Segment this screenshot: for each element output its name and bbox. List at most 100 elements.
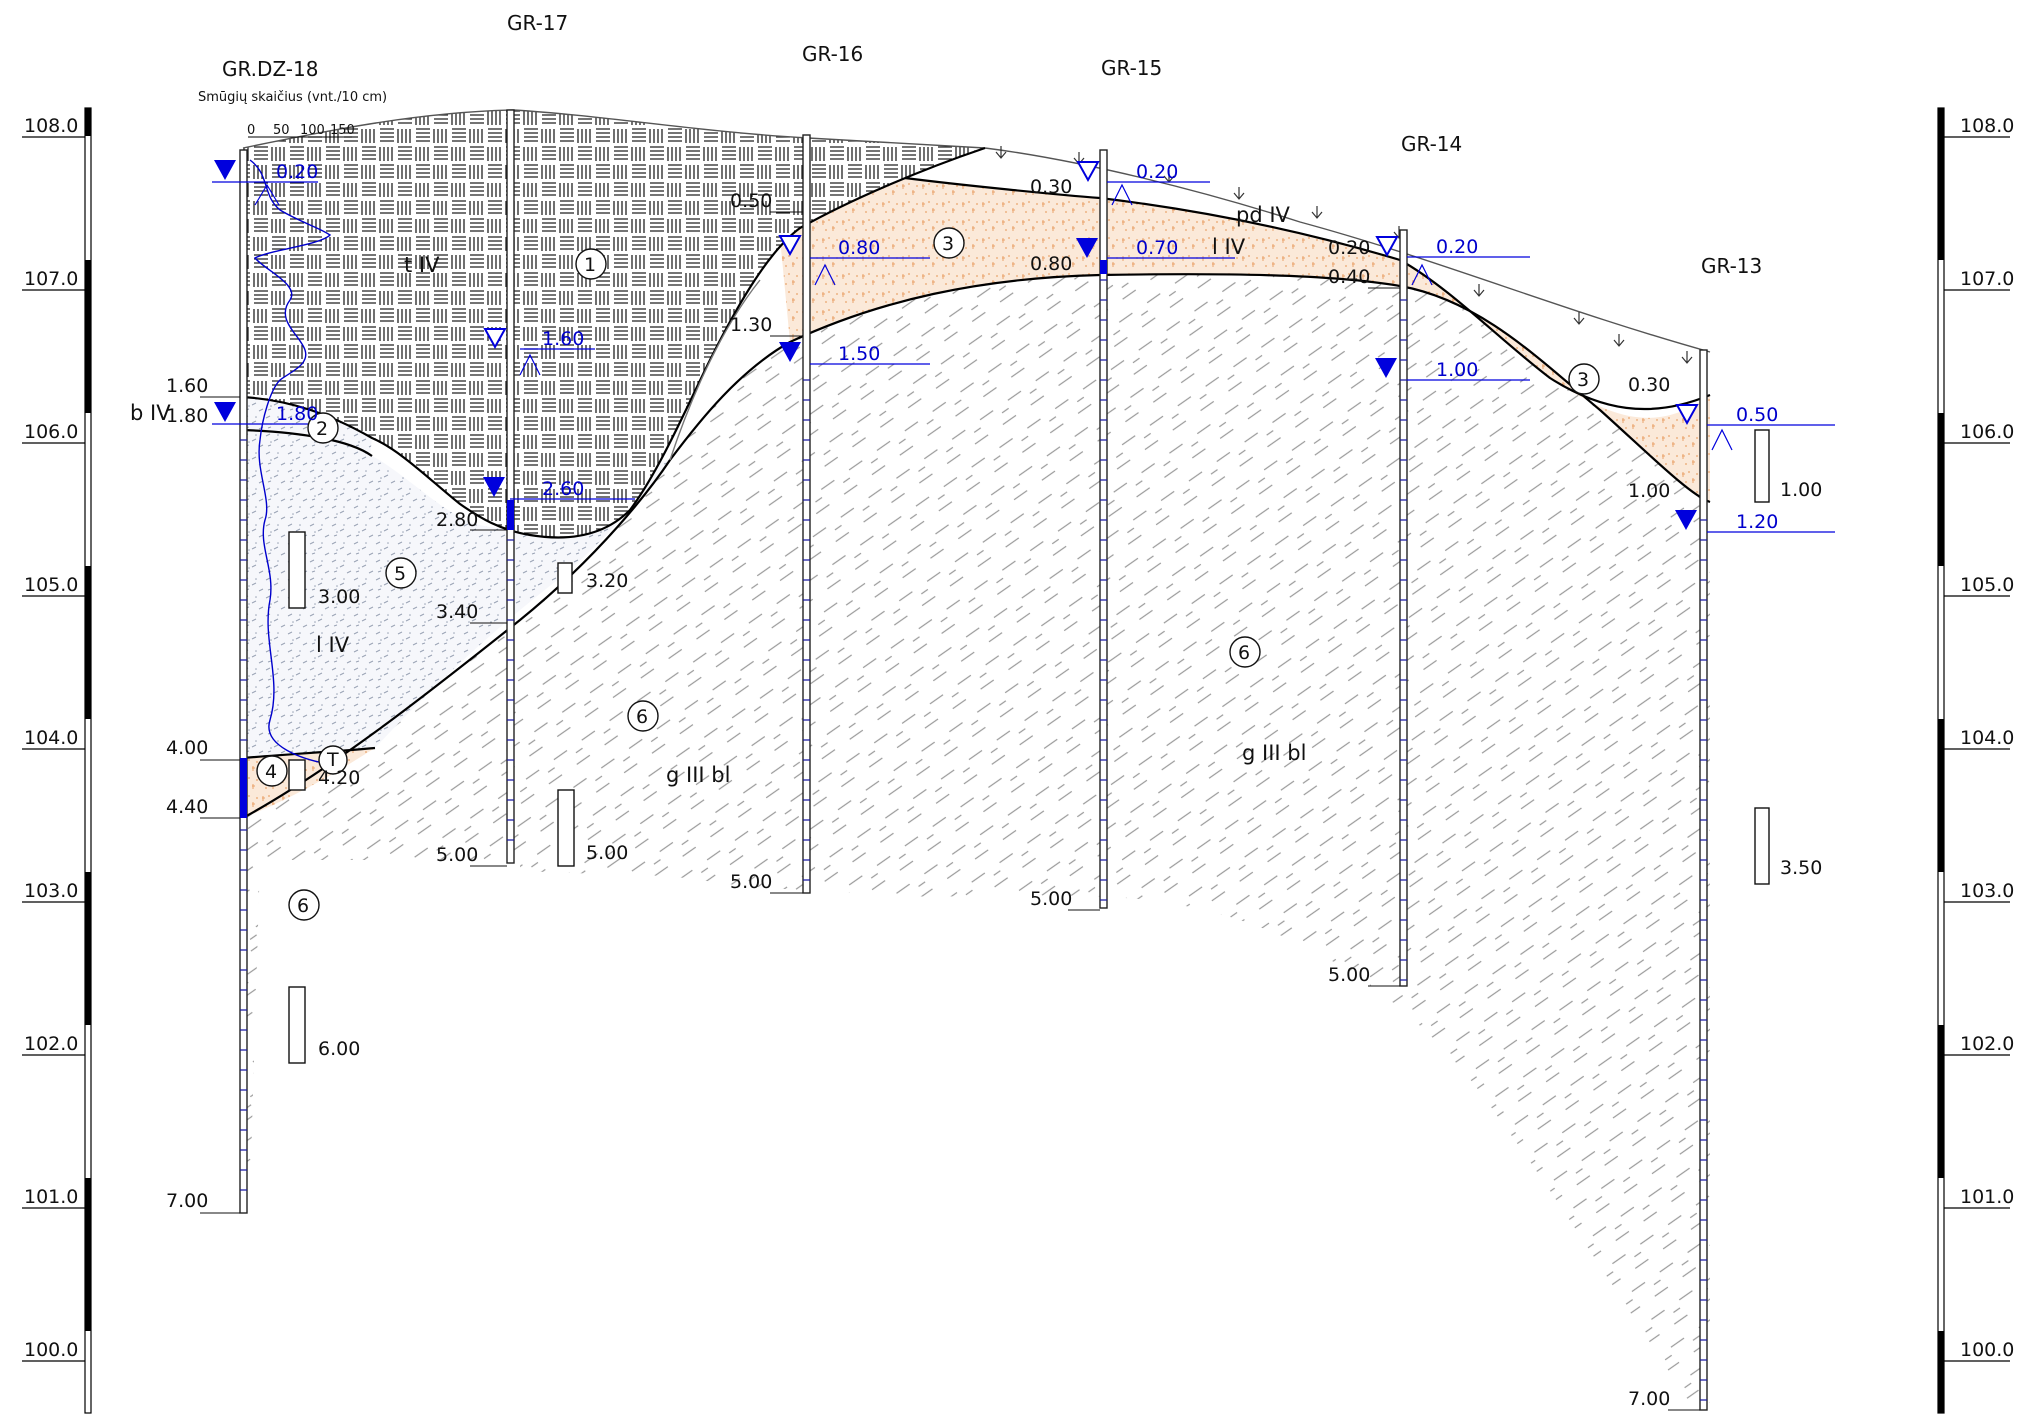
scale-right-label: 104.0 xyxy=(1960,727,2014,749)
scale-right-band xyxy=(1938,1025,1944,1178)
depth-label: 4.40 xyxy=(166,796,208,818)
layer-number-circle xyxy=(1229,636,1261,668)
scale-right-label: 107.0 xyxy=(1960,268,2014,290)
scale-left-band xyxy=(85,872,91,1025)
depth-label: 0.80 xyxy=(1030,253,1072,275)
scale-right-band xyxy=(1938,719,1944,872)
layer-number-circle xyxy=(318,745,348,775)
sample-label: 3.20 xyxy=(586,570,628,592)
sample-box xyxy=(288,531,306,609)
sample-label: 4.20 xyxy=(318,767,360,789)
water-level-marker xyxy=(1375,358,1397,378)
layer-3-sand xyxy=(780,178,1710,502)
water-level-label: 0.70 xyxy=(1136,237,1178,259)
water-level-label: 0.80 xyxy=(838,237,880,259)
geology-label: pd IV xyxy=(1236,203,1291,227)
water-level-marker xyxy=(483,477,505,497)
depth-label: 1.80 xyxy=(166,405,208,427)
sample-box xyxy=(1754,807,1770,885)
sample-label: 3.50 xyxy=(1780,857,1822,879)
geology-label: t IV xyxy=(404,253,440,277)
depth-label: 5.00 xyxy=(730,871,772,893)
surface-water-arrows xyxy=(995,146,1693,364)
water-level-marker xyxy=(779,342,801,362)
scale-right-band xyxy=(1938,1331,1944,1413)
elevation-scale-right xyxy=(1937,107,1945,1414)
geology-label: b IV xyxy=(130,401,171,425)
water-level-label: 0.50 xyxy=(1736,404,1778,426)
layer-number: 3 xyxy=(942,233,954,255)
depth-label: 7.00 xyxy=(166,1190,208,1212)
penetration-tick: 50 xyxy=(273,123,290,138)
layer-number: 3 xyxy=(1577,369,1589,391)
borehole-depth-ticks xyxy=(240,279,1707,1401)
scale-left-label: 105.0 xyxy=(24,574,78,596)
boundary-gr16-lower xyxy=(669,279,761,461)
scale-left-label: 106.0 xyxy=(24,421,78,443)
depth-label: 2.80 xyxy=(436,509,478,531)
water-level-label: 1.20 xyxy=(1736,511,1778,533)
depth-label: 0.50 xyxy=(730,190,772,212)
geology-label: l IV xyxy=(316,633,350,657)
sample-box xyxy=(557,562,573,594)
scale-right-band xyxy=(1938,108,1944,260)
layer-1-peat xyxy=(243,110,985,538)
layer-number-circle xyxy=(256,755,288,787)
borehole-title: GR-17 xyxy=(507,11,568,35)
sample-label: 1.00 xyxy=(1780,479,1822,501)
depth-label: 1.30 xyxy=(730,314,772,336)
scale-right-label: 108.0 xyxy=(1960,115,2014,137)
borehole-column-dz18 xyxy=(239,149,248,1214)
depth-label: 0.20 xyxy=(1328,237,1370,259)
sample-box xyxy=(288,759,306,791)
penetration-tick: 100 xyxy=(300,123,325,138)
layer-number: 5 xyxy=(394,563,406,585)
depth-label: 0.30 xyxy=(1030,176,1072,198)
sample-label: 6.00 xyxy=(318,1038,360,1060)
layer-number-circle xyxy=(627,700,659,732)
borehole-column-gr16 xyxy=(802,134,811,894)
water-level-marker xyxy=(778,235,802,257)
water-level-label: 0.20 xyxy=(1436,236,1478,258)
scale-right-label: 100.0 xyxy=(1960,1339,2014,1361)
layer-number-circle xyxy=(385,557,417,589)
layer-number-circle xyxy=(575,248,607,280)
boundary-clay-top xyxy=(242,273,1711,819)
layer-number: T xyxy=(326,749,339,771)
penetration-curve xyxy=(249,159,336,766)
scale-left-label: 108.0 xyxy=(24,115,78,137)
boundary-silt-bottom xyxy=(242,746,376,760)
water-level-label: 1.80 xyxy=(276,403,318,425)
water-level-label: 1.00 xyxy=(1436,359,1478,381)
borehole-title: GR-15 xyxy=(1101,56,1162,80)
scale-left-band xyxy=(85,1178,91,1331)
borehole-title: GR.DZ-18 xyxy=(222,57,318,81)
sample-label: 3.00 xyxy=(318,586,360,608)
water-bearing-segment xyxy=(240,758,247,818)
water-level-marker xyxy=(1076,238,1098,258)
depth-label: 0.40 xyxy=(1328,266,1370,288)
scale-right-band xyxy=(1938,413,1944,566)
scale-left-label: 100.0 xyxy=(24,1339,78,1361)
geology-label: g III bl xyxy=(1242,741,1306,765)
water-level-label: 2.60 xyxy=(542,478,584,500)
layer-number-circle xyxy=(933,227,965,259)
scale-left-label: 103.0 xyxy=(24,880,78,902)
layer-number-circle xyxy=(307,412,339,444)
water-bearing-segment xyxy=(507,500,514,530)
penetration-tick: 150 xyxy=(330,123,355,138)
layer-number: 2 xyxy=(316,418,328,440)
depth-label: 5.00 xyxy=(436,844,478,866)
water-level-marker xyxy=(1675,510,1697,530)
boundary-sand-top xyxy=(904,176,1711,411)
penetration-subtitle: Smūgių skaičius (vnt./10 cm) xyxy=(198,90,387,105)
water-level-marker xyxy=(214,402,236,422)
sample-box xyxy=(557,789,575,867)
penetration-tick: 0 xyxy=(247,123,255,138)
layer-number: 4 xyxy=(265,761,277,783)
scale-left-label: 104.0 xyxy=(24,727,78,749)
scale-right-label: 105.0 xyxy=(1960,574,2014,596)
borehole-title: GR-16 xyxy=(802,42,863,66)
geology-label: g III bl xyxy=(666,763,730,787)
water-level-marker xyxy=(1076,161,1100,183)
